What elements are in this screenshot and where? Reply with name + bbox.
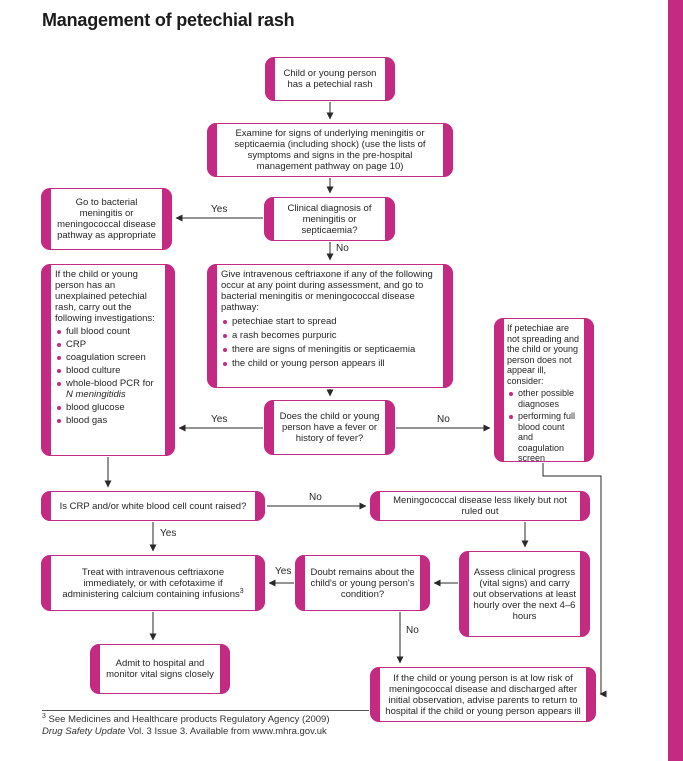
- bullet-item: coagulation screen: [57, 352, 161, 363]
- flow-box-fever-question: Does the child or young person have a fe…: [264, 400, 395, 455]
- bullet-item: blood gas: [57, 415, 161, 426]
- arrow-petechiae-to-lowrisk: [542, 463, 607, 698]
- flow-box-treat: Treat with intravenous ceftriaxone immed…: [41, 555, 265, 611]
- bullet-item: there are signs of meningitis or septica…: [223, 344, 439, 355]
- flow-box-goto-pathway: Go to bacterial meningitis or meningococ…: [41, 188, 172, 250]
- bullet-item: other possible diagnoses: [509, 388, 581, 409]
- no-label: No: [406, 625, 419, 636]
- flow-box-clinical-diagnosis: Clinical diagnosis of meningitis or sept…: [264, 197, 395, 241]
- yes-label: Yes: [211, 414, 228, 425]
- yes-label: Yes: [211, 204, 228, 215]
- footnote-divider: [42, 710, 369, 711]
- flow-box-text: If the child or young person has an unex…: [55, 269, 155, 324]
- treat-text: Treat with intravenous ceftriaxone immed…: [62, 566, 240, 600]
- flow-box-give-ceftriaxone: Give intravenous ceftriaxone if any of t…: [207, 264, 453, 388]
- flow-box-crp-question: Is CRP and/or white blood cell count rai…: [41, 491, 265, 521]
- flow-box-investigations: If the child or young person has an unex…: [41, 264, 175, 456]
- flow-box-admit: Admit to hospital and monitor vital sign…: [90, 644, 230, 694]
- flow-box-text: Is CRP and/or white blood cell count rai…: [59, 500, 247, 512]
- no-label: No: [309, 492, 322, 503]
- flow-box-text: Doubt remains about the child's or young…: [310, 566, 415, 600]
- bullet-list: other possible diagnoses performing full…: [507, 388, 581, 464]
- flow-box-text: Give intravenous ceftriaxone if any of t…: [221, 269, 433, 313]
- bullet-item: blood culture: [57, 365, 161, 376]
- page-title: Management of petechial rash: [42, 10, 295, 30]
- bullet-item: whole-blood PCR for N meningitidis: [57, 378, 161, 400]
- flow-box-text: Assess clinical progress (vital signs) a…: [473, 566, 576, 622]
- flow-box-low-risk-discharge: If the child or young person is at low r…: [370, 667, 596, 722]
- bullet-text: whole-blood PCR for: [66, 378, 154, 389]
- bullet-item: full blood count: [57, 326, 161, 337]
- footnote-text: See Medicines and Healthcare products Re…: [45, 714, 330, 725]
- bullet-item: CRP: [57, 339, 161, 350]
- bullet-item: petechiae start to spread: [223, 316, 439, 327]
- flow-box-text: Treat with intravenous ceftriaxone immed…: [55, 567, 251, 600]
- flow-box-text: If the child or young person is at low r…: [385, 672, 581, 717]
- flow-box-assess-progress: Assess clinical progress (vital signs) a…: [459, 551, 590, 637]
- bullet-item: the child or young person appears ill: [223, 358, 439, 369]
- bullet-italic-text: N meningitidis: [66, 389, 126, 400]
- flow-box-text: Clinical diagnosis of meningitis or sept…: [287, 202, 372, 236]
- yes-label: Yes: [275, 566, 292, 577]
- bullet-item: blood glucose: [57, 402, 161, 413]
- bullet-item: a rash becomes purpuric: [223, 330, 439, 341]
- superscript-ref: 3: [239, 587, 244, 595]
- no-label: No: [336, 243, 349, 254]
- flow-box-text: If petechiae are not spreading and the c…: [507, 323, 580, 386]
- footnote: 3 See Medicines and Healthcare products …: [42, 712, 378, 738]
- bullet-list: full blood count CRP coagulation screen …: [55, 326, 161, 426]
- flow-box-text: Meningococcal disease less likely but no…: [393, 495, 567, 517]
- superscript-ref: 3: [42, 712, 46, 720]
- flow-box-text: Go to bacterial meningitis or meningococ…: [57, 197, 156, 241]
- flow-box-doubt-question: Doubt remains about the child's or young…: [295, 555, 430, 611]
- flow-box-text: Does the child or young person have a fe…: [279, 411, 380, 444]
- flow-box-examine: Examine for signs of underlying meningit…: [207, 123, 453, 177]
- flow-box-less-likely: Meningococcal disease less likely but no…: [370, 491, 590, 521]
- flow-box-text: Examine for signs of underlying meningit…: [234, 128, 426, 172]
- yes-label: Yes: [160, 528, 177, 539]
- no-label: No: [437, 414, 450, 425]
- flow-box-start: Child or young person has a petechial ra…: [265, 57, 395, 101]
- bullet-list: petechiae start to spread a rash becomes…: [221, 316, 439, 369]
- footnote-text: Vol. 3 Issue 3. Available from www.mhra.…: [125, 726, 327, 737]
- bullet-item: performing full blood count and coagulat…: [509, 411, 581, 464]
- flow-box-text: Child or young person has a petechial ra…: [283, 68, 377, 90]
- page-edge-bar: [668, 0, 683, 761]
- footnote-publication: Drug Safety Update: [42, 726, 126, 737]
- flow-box-petechiae-not-spreading: If petechiae are not spreading and the c…: [494, 318, 594, 464]
- flow-box-text: Admit to hospital and monitor vital sign…: [106, 658, 214, 680]
